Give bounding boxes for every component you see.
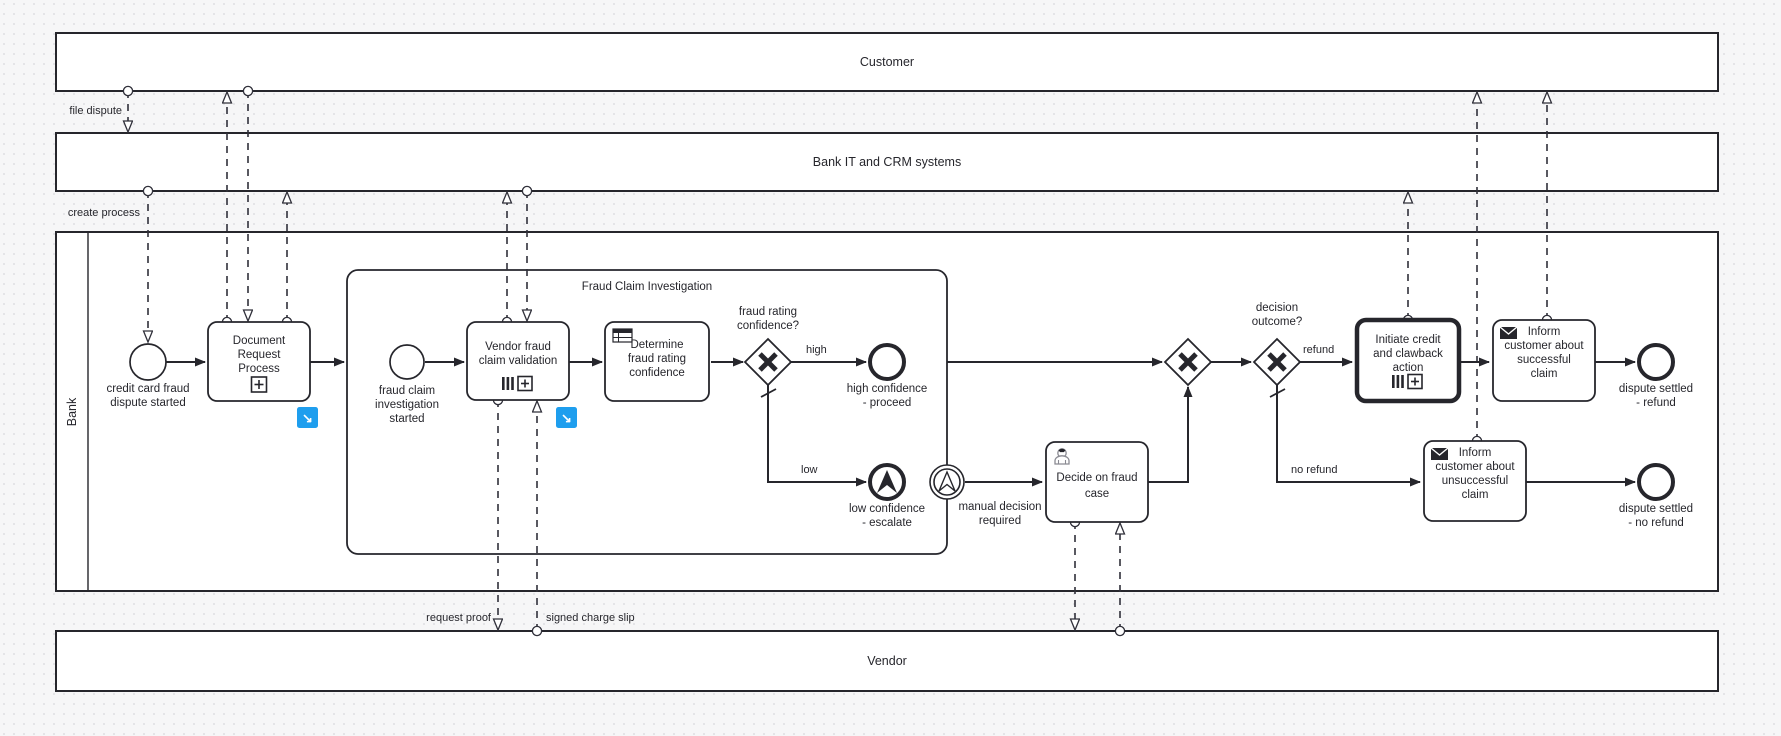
gateway-decision-outcome[interactable]: decision outcome? <box>1252 302 1303 387</box>
task-label: Decide on fraud <box>1056 472 1137 484</box>
gateway-label: outcome? <box>1252 316 1303 328</box>
task-vendor-fraud-claim-validation[interactable]: Vendor fraud claim validation <box>466 321 570 401</box>
flow-decide-to-merge[interactable] <box>1148 386 1193 483</box>
event-label: required <box>979 515 1021 527</box>
task-label: unsuccessful <box>1442 475 1508 487</box>
pool-bank-label: Bank <box>65 397 79 426</box>
business-rule-icon <box>612 328 633 343</box>
task-label: Inform <box>1528 326 1561 338</box>
task-determine-fraud-rating-confidence[interactable]: Determine fraud rating confidence <box>604 321 710 402</box>
task-label: Vendor fraud <box>485 341 551 353</box>
event-label: started <box>389 413 424 425</box>
task-document-request-process[interactable]: Document Request Process <box>207 321 311 402</box>
end-event-dispute-settled-no-refund[interactable]: dispute settled - no refund <box>1619 463 1693 529</box>
flow-gw2-norefund-default[interactable] <box>1276 384 1421 487</box>
user-icon <box>1054 448 1070 465</box>
event-label: fraud claim <box>379 385 435 397</box>
event-label: dispute started <box>110 397 185 409</box>
gateway-fraud-rating-confidence[interactable]: fraud rating confidence? <box>737 306 799 387</box>
task-label: fraud rating <box>628 353 686 365</box>
envelope-icon <box>1430 447 1449 460</box>
event-label: - proceed <box>863 397 912 409</box>
pool-bank-it[interactable]: Bank IT and CRM systems <box>55 132 1719 192</box>
task-label: successful <box>1517 354 1571 366</box>
start-event-credit-card-fraud[interactable]: credit card fraud dispute started <box>106 343 190 409</box>
arrow-down-right-icon: ↘ <box>302 411 313 426</box>
task-inform-customer-successful[interactable]: Inform customer about successful claim <box>1492 319 1596 402</box>
task-label: Document <box>233 335 286 347</box>
end-event-high-confidence[interactable]: high confidence - proceed <box>847 343 928 409</box>
message-label-request-proof: request proof <box>426 612 492 624</box>
end-event-low-confidence-escalate[interactable]: low confidence - escalate <box>849 463 925 529</box>
message-flows <box>128 91 1547 631</box>
call-activity-initiate-credit-clawback[interactable]: Initiate credit and clawback action <box>1354 317 1462 404</box>
message-label-file-dispute: file dispute <box>69 105 122 117</box>
message-label-signed-charge-slip: signed charge slip <box>546 612 635 624</box>
event-label: low confidence <box>849 503 925 515</box>
pool-vendor-label: Vendor <box>867 654 907 668</box>
sequence-flows <box>166 357 1636 487</box>
gateway-label: decision <box>1256 302 1298 314</box>
task-label: Request <box>238 349 282 361</box>
drilldown-badge-vendor-validation[interactable]: ↘ <box>556 407 577 428</box>
task-label: Determine <box>630 339 683 351</box>
task-label: customer about <box>1504 340 1584 352</box>
message-label-create-process: create process <box>68 207 141 219</box>
default-marker-gw1 <box>760 388 777 398</box>
multi-instance-icon <box>502 377 514 390</box>
task-label: claim <box>1462 489 1489 501</box>
envelope-icon <box>1499 326 1518 339</box>
event-label: - escalate <box>862 517 912 529</box>
event-label: dispute settled <box>1619 383 1693 395</box>
task-label: case <box>1085 488 1109 500</box>
pool-bank-it-label: Bank IT and CRM systems <box>813 155 961 169</box>
event-label: credit card fraud <box>106 383 189 395</box>
arrow-down-right-icon: ↘ <box>561 411 572 426</box>
escalation-icon <box>877 470 897 493</box>
task-label: and clawback <box>1373 348 1443 360</box>
drilldown-badge-document-request[interactable]: ↘ <box>297 407 318 428</box>
branch-label-refund: refund <box>1303 344 1334 356</box>
task-inform-customer-unsuccessful[interactable]: Inform customer about unsuccessful claim <box>1423 440 1527 522</box>
task-label: claim validation <box>479 355 558 367</box>
gateway-label: fraud rating <box>739 306 797 318</box>
pool-vendor[interactable]: Vendor <box>55 630 1719 692</box>
event-label: high confidence <box>847 383 928 395</box>
flow-gw1-low-default[interactable] <box>767 384 867 487</box>
branch-label-low: low <box>801 464 818 476</box>
event-label: - refund <box>1636 397 1676 409</box>
subprocess-plus-icon <box>1407 373 1423 390</box>
branch-label-high: high <box>806 344 827 356</box>
subprocess-plus-icon <box>517 375 533 392</box>
task-label: Inform <box>1459 447 1492 459</box>
task-label: action <box>1393 362 1424 374</box>
task-decide-on-fraud-case[interactable]: Decide on fraud case <box>1045 441 1149 523</box>
branch-label-no-refund: no refund <box>1291 464 1337 476</box>
task-label: confidence <box>629 367 685 379</box>
start-event-fraud-claim-investigation[interactable]: fraud claim investigation started <box>375 344 439 425</box>
task-label: claim <box>1531 368 1558 380</box>
event-label: manual decision <box>958 501 1041 513</box>
end-event-dispute-settled-refund[interactable]: dispute settled - refund <box>1619 343 1693 409</box>
gateway-label: confidence? <box>737 320 799 332</box>
event-label: dispute settled <box>1619 503 1693 515</box>
default-marker-gw2 <box>1269 388 1286 398</box>
pool-customer[interactable]: Customer <box>55 32 1719 92</box>
multi-instance-icon <box>1392 375 1404 388</box>
event-label: - no refund <box>1628 517 1684 529</box>
gateway-merge[interactable] <box>1163 337 1213 387</box>
task-label: Initiate credit <box>1375 334 1441 346</box>
subprocess-plus-icon <box>250 376 268 393</box>
boundary-event-manual-decision[interactable]: manual decision required <box>929 464 1042 527</box>
event-label: investigation <box>375 399 439 411</box>
task-label: customer about <box>1435 461 1515 473</box>
subprocess-title: Fraud Claim Investigation <box>582 281 712 293</box>
pool-customer-label: Customer <box>860 55 914 69</box>
task-label: Process <box>238 363 280 375</box>
escalation-icon <box>938 470 956 492</box>
